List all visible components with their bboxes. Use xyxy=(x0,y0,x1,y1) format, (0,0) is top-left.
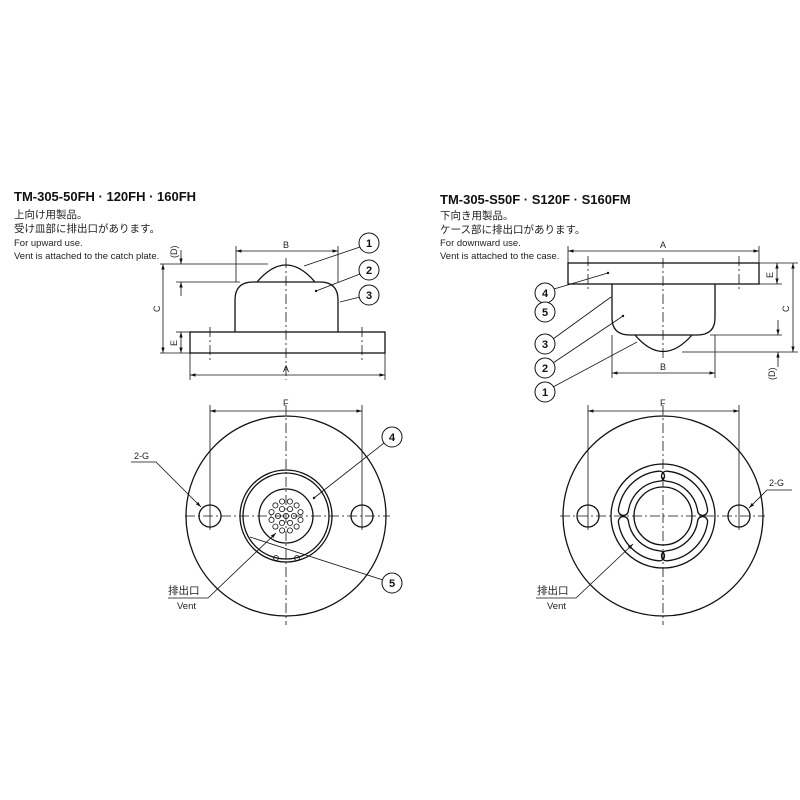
dim-b: B xyxy=(660,362,666,372)
right-title: TM-305-S50F · S120F · S160FM xyxy=(440,192,631,207)
left-en-line1: For upward use. xyxy=(14,238,83,249)
vent-label-en: Vent xyxy=(547,601,566,612)
vent-hole xyxy=(286,498,293,505)
left-side-view: B (D) C E A 1 2 3 xyxy=(152,232,386,380)
dim-g: 2-G xyxy=(134,451,149,461)
dim-a: A xyxy=(660,240,666,250)
vent-label-jp: 排出口 xyxy=(537,584,569,597)
vent-hole xyxy=(297,516,304,523)
vent-hole xyxy=(279,498,286,505)
callout-2: 2 xyxy=(534,357,556,379)
left-jp-line2: 受け皿部に排出口があります。 xyxy=(14,222,160,235)
left-en-line2: Vent is attached to the catch plate. xyxy=(14,251,159,262)
dim-a: A xyxy=(283,364,289,374)
vent-slot xyxy=(660,470,709,517)
vent-hole xyxy=(279,527,286,534)
vent-hole xyxy=(297,509,304,516)
callout-1: 1 xyxy=(534,381,556,403)
vent-hole xyxy=(293,502,300,509)
vent-hole xyxy=(286,519,293,526)
vent-hole xyxy=(286,506,293,513)
callout-4-label: 4 xyxy=(389,432,396,444)
dim-g: 2-G xyxy=(769,478,784,488)
callout-1: 1 xyxy=(358,232,380,254)
callout-4-label: 4 xyxy=(542,288,549,300)
right-en-line2: Vent is attached to the case. xyxy=(440,251,559,262)
dim-b: B xyxy=(283,240,289,250)
left-top-view: F 2-G 4 5 排出口 Vent xyxy=(131,398,403,625)
dim-e: E xyxy=(169,340,179,346)
vent-hole xyxy=(272,523,279,530)
right-top-view: F 2-G 排出口 Vent xyxy=(536,398,792,625)
callout-3-label: 3 xyxy=(542,339,548,351)
dim-d: (D) xyxy=(169,246,179,259)
vent-hole xyxy=(272,502,279,509)
vent-hole xyxy=(278,506,285,513)
vent-label-en: Vent xyxy=(177,601,196,612)
callout-3: 3 xyxy=(358,284,380,306)
callout-2-label: 2 xyxy=(366,265,372,277)
callout-2-label: 2 xyxy=(542,363,548,375)
left-jp-line1: 上向け用製品。 xyxy=(14,208,88,221)
vent-hole xyxy=(286,527,293,534)
vent-hole-cluster xyxy=(268,498,304,534)
dim-f: F xyxy=(660,398,666,408)
vent-hole xyxy=(278,519,285,526)
callout-2: 2 xyxy=(358,259,380,281)
right-side-view: A E C (D) B 4 5 3 2 1 xyxy=(534,240,798,403)
callout-5-label: 5 xyxy=(542,307,548,319)
dim-e: E xyxy=(765,272,775,278)
dim-f: F xyxy=(283,398,289,408)
callout-4: 4 xyxy=(534,282,556,304)
left-product: TM-305-50FH · 120FH · 160FH 上向け用製品。 受け皿部… xyxy=(14,189,403,625)
vent-slot xyxy=(660,515,709,562)
vent-label-jp: 排出口 xyxy=(168,584,200,597)
right-jp-line2: ケース部に排出口があります。 xyxy=(440,223,585,236)
right-product: TM-305-S50F · S120F · S160FM 下向き用製品。 ケース… xyxy=(440,192,798,625)
vent-slot xyxy=(617,515,666,562)
right-en-line1: For downward use. xyxy=(440,238,521,249)
vent-hole xyxy=(268,516,275,523)
callout-1-label: 1 xyxy=(366,238,372,250)
callout-3-label: 3 xyxy=(366,290,372,302)
right-jp-line1: 下向き用製品。 xyxy=(440,209,514,222)
vent-slot xyxy=(617,470,666,517)
callout-5: 5 xyxy=(534,301,556,323)
callout-5: 5 xyxy=(381,572,403,594)
callout-3: 3 xyxy=(534,333,556,355)
callout-1-label: 1 xyxy=(542,387,548,399)
callout-5-label: 5 xyxy=(389,578,395,590)
callout-4: 4 xyxy=(381,426,403,448)
dim-d: (D) xyxy=(767,368,777,381)
left-title: TM-305-50FH · 120FH · 160FH xyxy=(14,189,196,204)
dim-c: C xyxy=(152,305,162,312)
dim-c: C xyxy=(781,305,791,312)
vent-hole xyxy=(293,523,300,530)
vent-hole xyxy=(268,509,275,516)
